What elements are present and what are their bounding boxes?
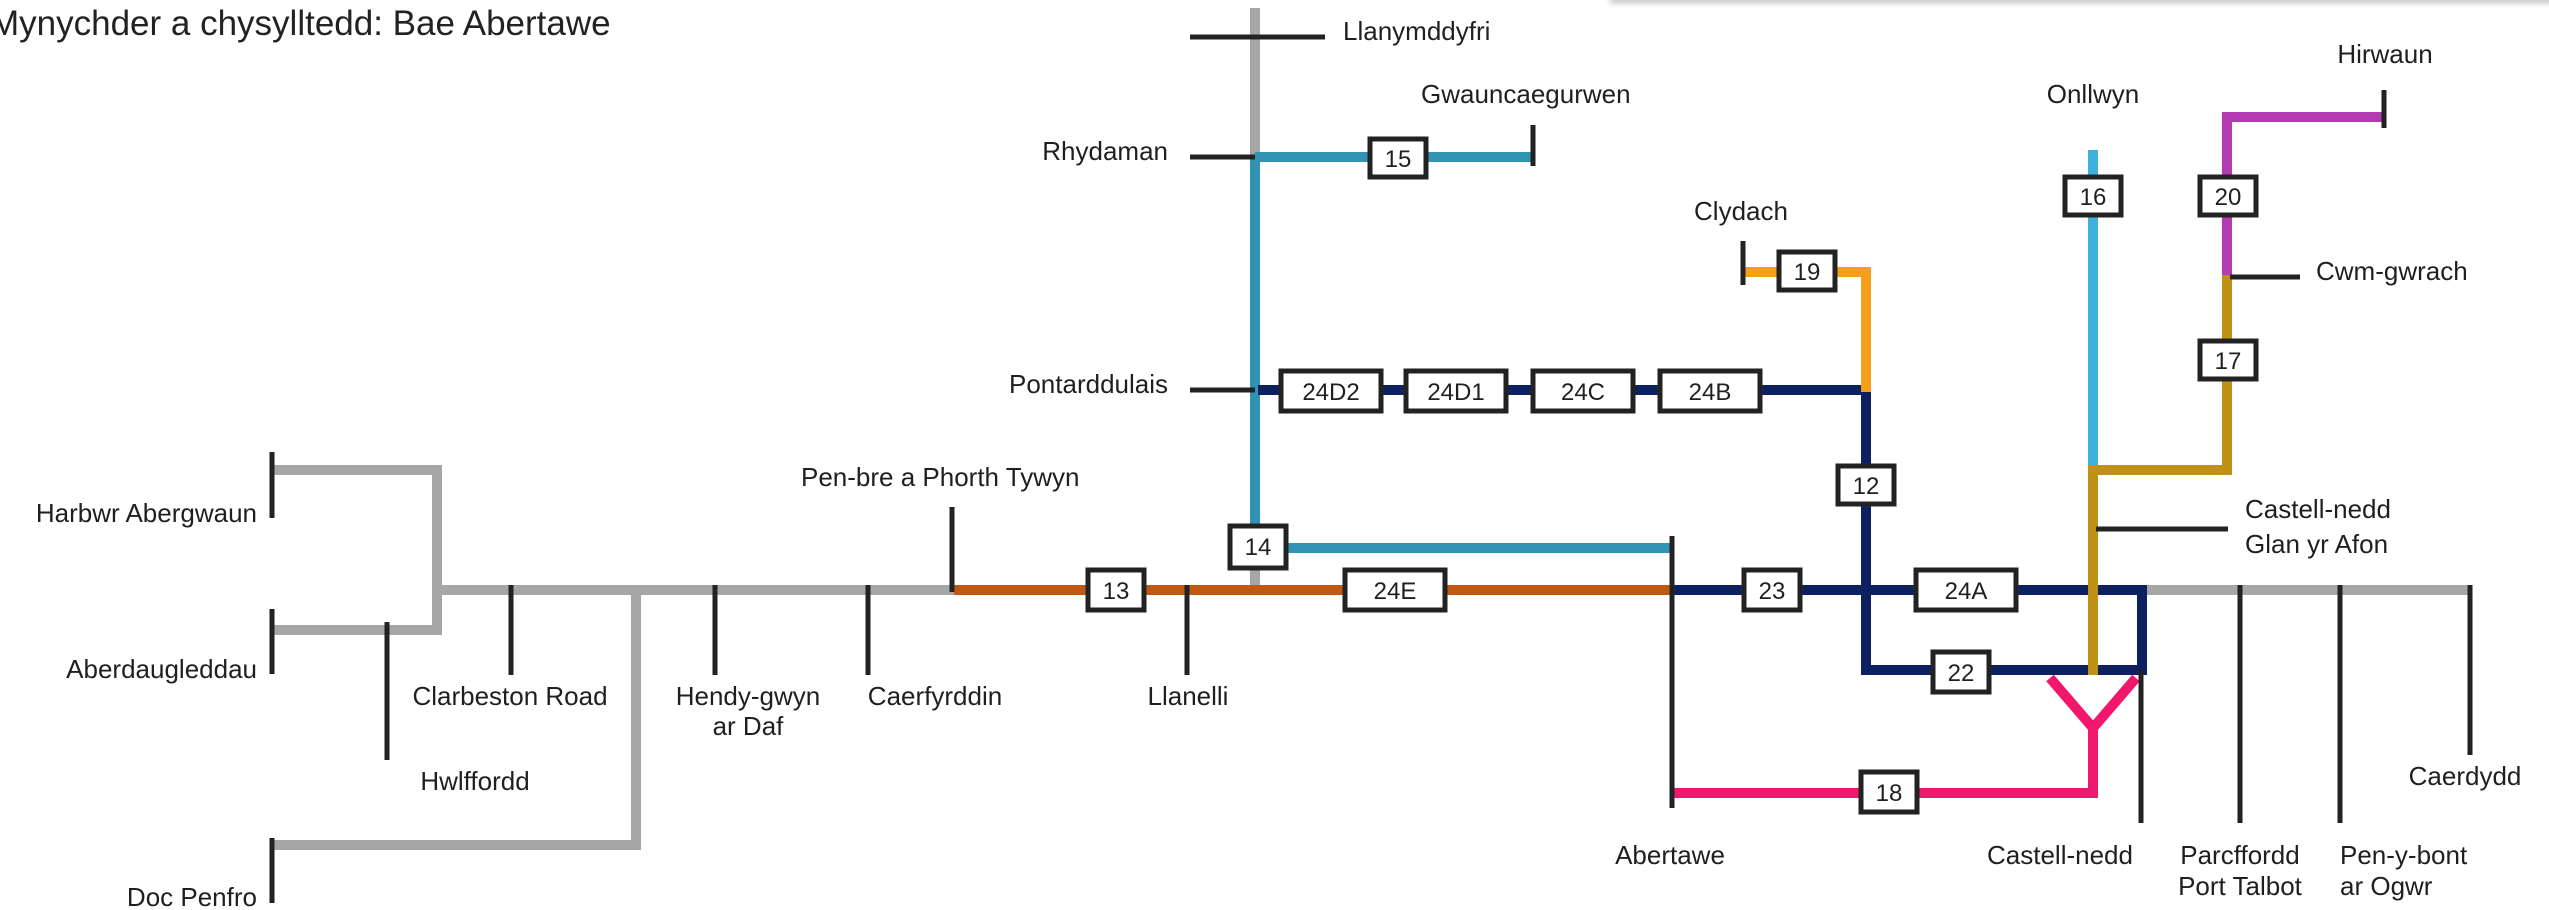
svg-text:23: 23: [1759, 578, 1786, 605]
label-clydach: Clydach: [1694, 196, 1788, 226]
svg-text:18: 18: [1876, 780, 1903, 807]
svg-text:17: 17: [2215, 348, 2242, 375]
label-pontarddulais: Pontarddulais: [1009, 369, 1168, 399]
svg-text:24D2: 24D2: [1302, 379, 1359, 406]
label-hendy-gwyn-1: Hendy-gwyn: [676, 681, 821, 711]
route-box-20: 20: [2197, 174, 2259, 218]
route-box-15: 15: [1367, 136, 1429, 180]
route-box-24C: 24C: [1530, 368, 1636, 414]
label-pen-bre: Pen-bre a Phorth Tywyn: [801, 462, 1079, 492]
svg-text:24C: 24C: [1561, 379, 1605, 406]
label-harbwr-abergwaun: Harbwr Abergwaun: [36, 498, 257, 528]
diagram-title: Mynychder a chysylltedd: Bae Abertawe: [0, 4, 611, 43]
station-labels: Llanymddyfri Gwauncaegurwen Rhydaman Onl…: [36, 16, 2521, 910]
route-box-16: 16: [2062, 174, 2124, 218]
label-parcffordd-1: Parcffordd: [2180, 840, 2299, 870]
route-box-14: 14: [1227, 523, 1289, 571]
svg-text:15: 15: [1385, 146, 1412, 173]
label-castell-nedd: Castell-nedd: [1987, 840, 2133, 870]
line-doc-penfro-branch: [272, 590, 641, 850]
route-box-24E: 24E: [1342, 567, 1448, 613]
label-clarbeston-road: Clarbeston Road: [412, 681, 607, 711]
line-teal-14: [1250, 157, 1672, 553]
label-hendy-gwyn-2: ar Daf: [713, 711, 785, 741]
svg-text:24A: 24A: [1945, 578, 1988, 605]
label-castell-nedd-glan-yr-afon-2: Glan yr Afon: [2245, 529, 2388, 559]
station-ticks: [269, 34, 2473, 903]
grey-lines: [272, 8, 2472, 850]
line-purple-20: [2222, 112, 2384, 275]
route-box-22: 22: [1930, 649, 1992, 695]
svg-text:20: 20: [2215, 184, 2242, 211]
label-pen-y-bont-2: ar Ogwr: [2340, 871, 2433, 901]
label-abertawe: Abertawe: [1615, 840, 1725, 870]
bus-lines: [954, 112, 2384, 798]
label-cwm-gwrach: Cwm-gwrach: [2316, 256, 2468, 286]
label-pen-y-bont-1: Pen-y-bont: [2340, 840, 2468, 870]
route-box-18: 18: [1858, 769, 1920, 815]
line-ochre-17: [2088, 275, 2232, 675]
route-box-19: 19: [1776, 249, 1838, 293]
route-box-24B: 24B: [1657, 368, 1763, 414]
line-harbwr-abergwaun-branch: [272, 465, 442, 635]
label-hwlffordd: Hwlffordd: [420, 766, 529, 796]
route-box-13: 13: [1085, 567, 1147, 613]
label-gwauncaegurwen: Gwauncaegurwen: [1421, 79, 1631, 109]
svg-text:24B: 24B: [1689, 379, 1732, 406]
label-parcffordd-2: Port Talbot: [2178, 871, 2303, 901]
svg-text:24D1: 24D1: [1427, 379, 1484, 406]
route-boxes: 15 16 20 19 17 24D2 24D1 24C 24B 12 14 1…: [1085, 136, 2259, 815]
svg-text:24E: 24E: [1374, 578, 1417, 605]
label-doc-penfro: Doc Penfro: [127, 882, 257, 910]
label-caerdydd: Caerdydd: [2409, 761, 2522, 791]
label-aberdaugleddau: Aberdaugleddau: [66, 654, 257, 684]
svg-text:22: 22: [1948, 660, 1975, 687]
label-llanelli: Llanelli: [1148, 681, 1229, 711]
svg-text:13: 13: [1103, 578, 1130, 605]
label-rhydaman: Rhydaman: [1042, 136, 1168, 166]
label-onllwyn: Onllwyn: [2047, 79, 2139, 109]
svg-text:14: 14: [1245, 534, 1272, 561]
svg-text:19: 19: [1794, 259, 1821, 286]
line-navy-pontarddulais: [1258, 385, 2147, 675]
svg-text:16: 16: [2080, 184, 2107, 211]
svg-text:12: 12: [1853, 473, 1880, 500]
route-box-24D2: 24D2: [1278, 368, 1384, 414]
route-box-24A: 24A: [1913, 567, 2019, 613]
label-caerfyrddin: Caerfyrddin: [868, 681, 1002, 711]
route-box-23: 23: [1741, 567, 1803, 613]
route-box-17: 17: [2197, 338, 2259, 382]
label-hirwaun: Hirwaun: [2337, 39, 2432, 69]
route-box-24D1: 24D1: [1403, 368, 1509, 414]
label-castell-nedd-glan-yr-afon-1: Castell-nedd: [2245, 494, 2391, 524]
route-box-12: 12: [1835, 463, 1897, 507]
label-llanymddyfri: Llanymddyfri: [1343, 16, 1490, 46]
